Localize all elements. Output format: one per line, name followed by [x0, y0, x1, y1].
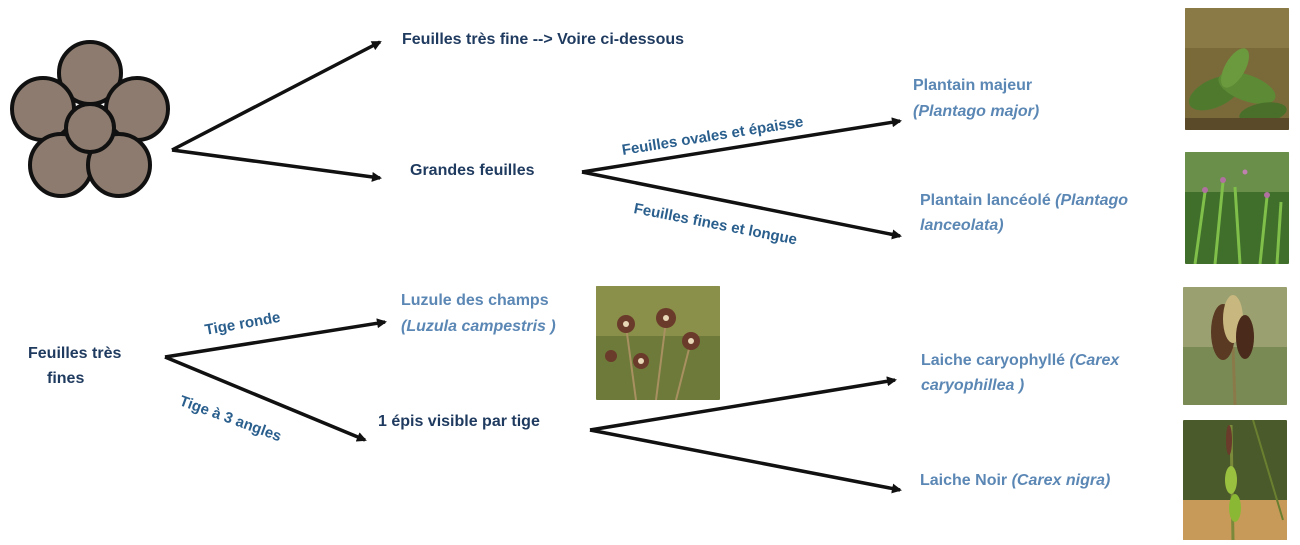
- carex-caryophyllea-photo: [1183, 287, 1287, 405]
- node-luzule-name: Luzule des champs: [401, 292, 549, 309]
- plantago-lanceolata-photo: [1185, 152, 1289, 264]
- node-plantain-lanceole-name: Plantain lancéolé (Plantago: [920, 192, 1129, 209]
- node-plantain-major-name: Plantain majeur: [913, 77, 1033, 94]
- flower-icon: [10, 40, 170, 198]
- node-plantain-major-latin: (Plantago major): [913, 103, 1040, 120]
- node-very-fine-line1: Feuilles très: [28, 345, 122, 362]
- node-luzule-latin: (Luzula campestris ): [401, 318, 556, 335]
- laiche-caryo-latin-part1: (Carex: [1069, 352, 1120, 369]
- node-laiche-caryo-latin: caryophillea ): [921, 377, 1025, 394]
- plantago-major-photo: [1185, 8, 1289, 130]
- arrow-flower-to-large: [171, 148, 382, 182]
- arrow-large-to-plantain-lanceole: [581, 170, 902, 240]
- node-laiche-caryo-name: Laiche caryophyllé (Carex: [921, 352, 1120, 369]
- node-very-fine-line2: fines: [47, 370, 85, 387]
- node-very-fine-pointer: Feuilles très fine --> Voire ci-dessous: [402, 31, 685, 48]
- carex-nigra-photo: [1183, 420, 1287, 540]
- arrow-spike-to-laiche-caryo: [589, 376, 897, 432]
- node-plantain-lanceole-latin: lanceolata): [920, 217, 1004, 234]
- node-one-spike: 1 épis visible par tige: [378, 413, 540, 430]
- arrow-very-fine-to-luzule: [164, 318, 387, 359]
- arrow-very-fine-to-one-spike: [164, 355, 367, 442]
- plantain-lanceole-latin-part1: (Plantago: [1055, 192, 1129, 209]
- arrow-spike-to-laiche-noir: [589, 428, 902, 494]
- arrow-flower-to-very-fine: [171, 40, 382, 152]
- arrow-large-to-plantain-major: [581, 117, 902, 174]
- laiche-noir-latin: (Carex nigra): [1011, 472, 1111, 489]
- node-large-leaves: Grandes feuilles: [410, 162, 535, 179]
- luzula-campestris-photo: [596, 286, 720, 400]
- node-laiche-noir: Laiche Noir (Carex nigra): [920, 472, 1111, 489]
